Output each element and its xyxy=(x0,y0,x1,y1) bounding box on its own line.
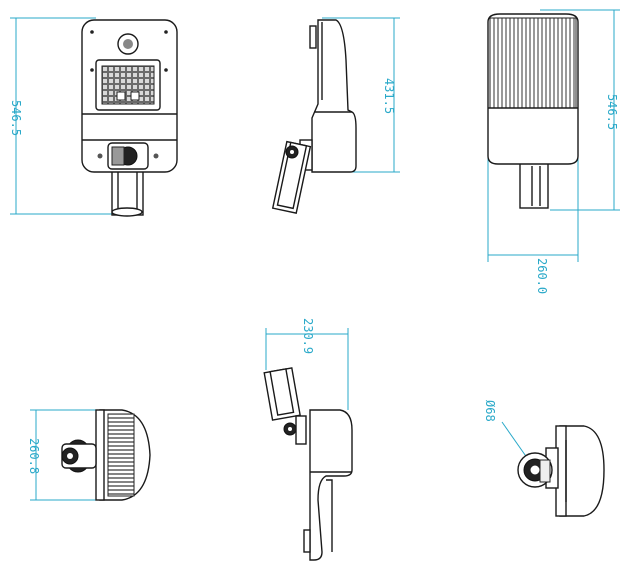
pole-diameter-label: Ø68 xyxy=(483,400,497,422)
top-width-label: 260.8 xyxy=(27,438,41,474)
back-width-label: 260.0 xyxy=(535,258,549,294)
side-height-dimension: 431.5 xyxy=(322,17,400,173)
front-height-label: 546.5 xyxy=(9,100,23,136)
front-height-dimension: 546.5 xyxy=(9,17,120,215)
top-width-dimension: 260.8 xyxy=(27,409,108,501)
led-array xyxy=(101,65,155,105)
side-view: 431.5 xyxy=(271,17,400,214)
iso-width-label: 230.9 xyxy=(301,318,315,354)
pole-diameter-dimension: Ø68 xyxy=(483,400,531,463)
heatsink-fins xyxy=(489,17,577,109)
front-view: 546.5 xyxy=(9,17,178,217)
back-height-dimension: 546.5 xyxy=(540,9,620,211)
back-view: 546.5 260.0 xyxy=(487,9,620,294)
side-height-label: 431.5 xyxy=(382,78,396,114)
pole-view: Ø68 xyxy=(483,400,605,517)
back-height-label: 546.5 xyxy=(605,94,619,130)
top-view: 260.8 xyxy=(27,409,151,501)
side-arm-view: 230.9 xyxy=(263,318,353,561)
iso-width-dimension: 230.9 xyxy=(265,318,349,410)
back-width-dimension: 260.0 xyxy=(487,140,579,294)
